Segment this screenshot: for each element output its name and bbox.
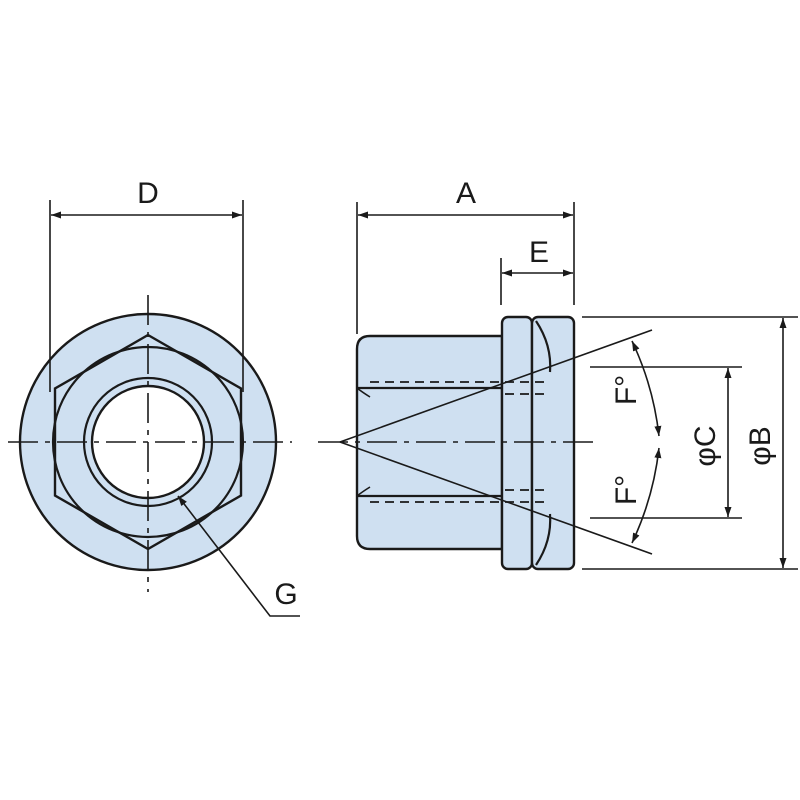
hex-chamfer-lower bbox=[356, 486, 371, 497]
hex-chamfer-upper bbox=[356, 387, 371, 398]
label-e: E bbox=[529, 236, 549, 269]
dimension-c: φC bbox=[590, 366, 742, 519]
cone-line-upper bbox=[339, 329, 653, 443]
label-a: A bbox=[456, 177, 476, 210]
dimension-d: D bbox=[49, 177, 244, 392]
label-c: φC bbox=[689, 425, 722, 466]
dimension-b: φB bbox=[582, 316, 798, 570]
label-g: G bbox=[274, 578, 297, 611]
label-f-lower: F° bbox=[610, 475, 643, 505]
label-f-upper: F° bbox=[610, 375, 643, 405]
f-arc-upper bbox=[631, 340, 662, 437]
label-b: φB bbox=[744, 426, 777, 465]
dimension-a: A bbox=[356, 177, 575, 334]
flange-main bbox=[530, 315, 576, 571]
side-view bbox=[318, 315, 653, 571]
flange-chamfer-top bbox=[535, 320, 552, 373]
dimension-f: F° F° bbox=[610, 340, 662, 544]
g-leader-line bbox=[177, 495, 300, 617]
cone-line-lower bbox=[339, 441, 653, 555]
label-d: D bbox=[137, 177, 159, 210]
f-arc-lower bbox=[631, 447, 662, 544]
front-view bbox=[8, 295, 292, 592]
dimension-e: E bbox=[500, 236, 573, 305]
flange-chamfer-bottom bbox=[535, 513, 552, 566]
leader-g: G bbox=[177, 495, 300, 617]
flange-ring bbox=[500, 315, 534, 571]
